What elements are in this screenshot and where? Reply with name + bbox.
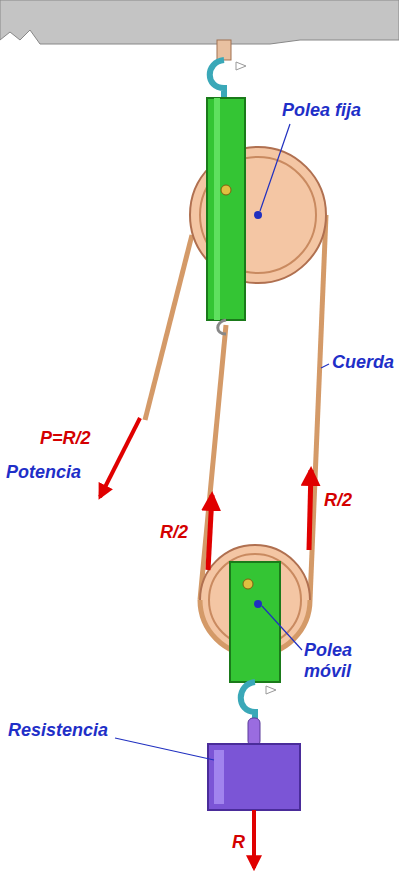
rope-tie	[218, 320, 226, 334]
load-shine	[214, 750, 224, 804]
leader-line	[262, 606, 302, 650]
fixed-block-shine	[214, 98, 220, 320]
axle-screw	[221, 185, 231, 195]
hook-latch	[266, 686, 276, 694]
hook-latch	[236, 62, 246, 70]
leader-line	[321, 364, 329, 368]
moving-block	[230, 562, 280, 682]
part-label: Potencia	[6, 462, 81, 483]
axle-dot	[254, 211, 262, 219]
leader-line	[260, 124, 290, 211]
leader-line	[115, 738, 214, 760]
part-label: Cuerda	[332, 352, 394, 373]
force-label: R	[232, 832, 245, 853]
force-arrow	[208, 495, 212, 570]
load-rod	[248, 718, 260, 746]
force-arrow	[252, 810, 256, 868]
part-label: Polea móvil	[304, 640, 374, 681]
force-label: P=R/2	[40, 428, 91, 449]
force-label: R/2	[324, 490, 352, 511]
hook-mount	[217, 40, 231, 60]
load-weight	[208, 744, 300, 810]
axle-screw	[243, 579, 253, 589]
axle-dot	[254, 600, 262, 608]
rope-right	[310, 215, 326, 600]
force-arrow	[309, 470, 311, 550]
hook	[210, 60, 224, 100]
force-arrow	[100, 418, 140, 497]
ceiling	[0, 0, 399, 44]
part-label: Polea fija	[282, 100, 361, 121]
rope-pull	[145, 235, 192, 420]
part-label: Resistencia	[8, 720, 108, 741]
force-label: R/2	[160, 522, 188, 543]
fixed-block	[207, 98, 245, 320]
